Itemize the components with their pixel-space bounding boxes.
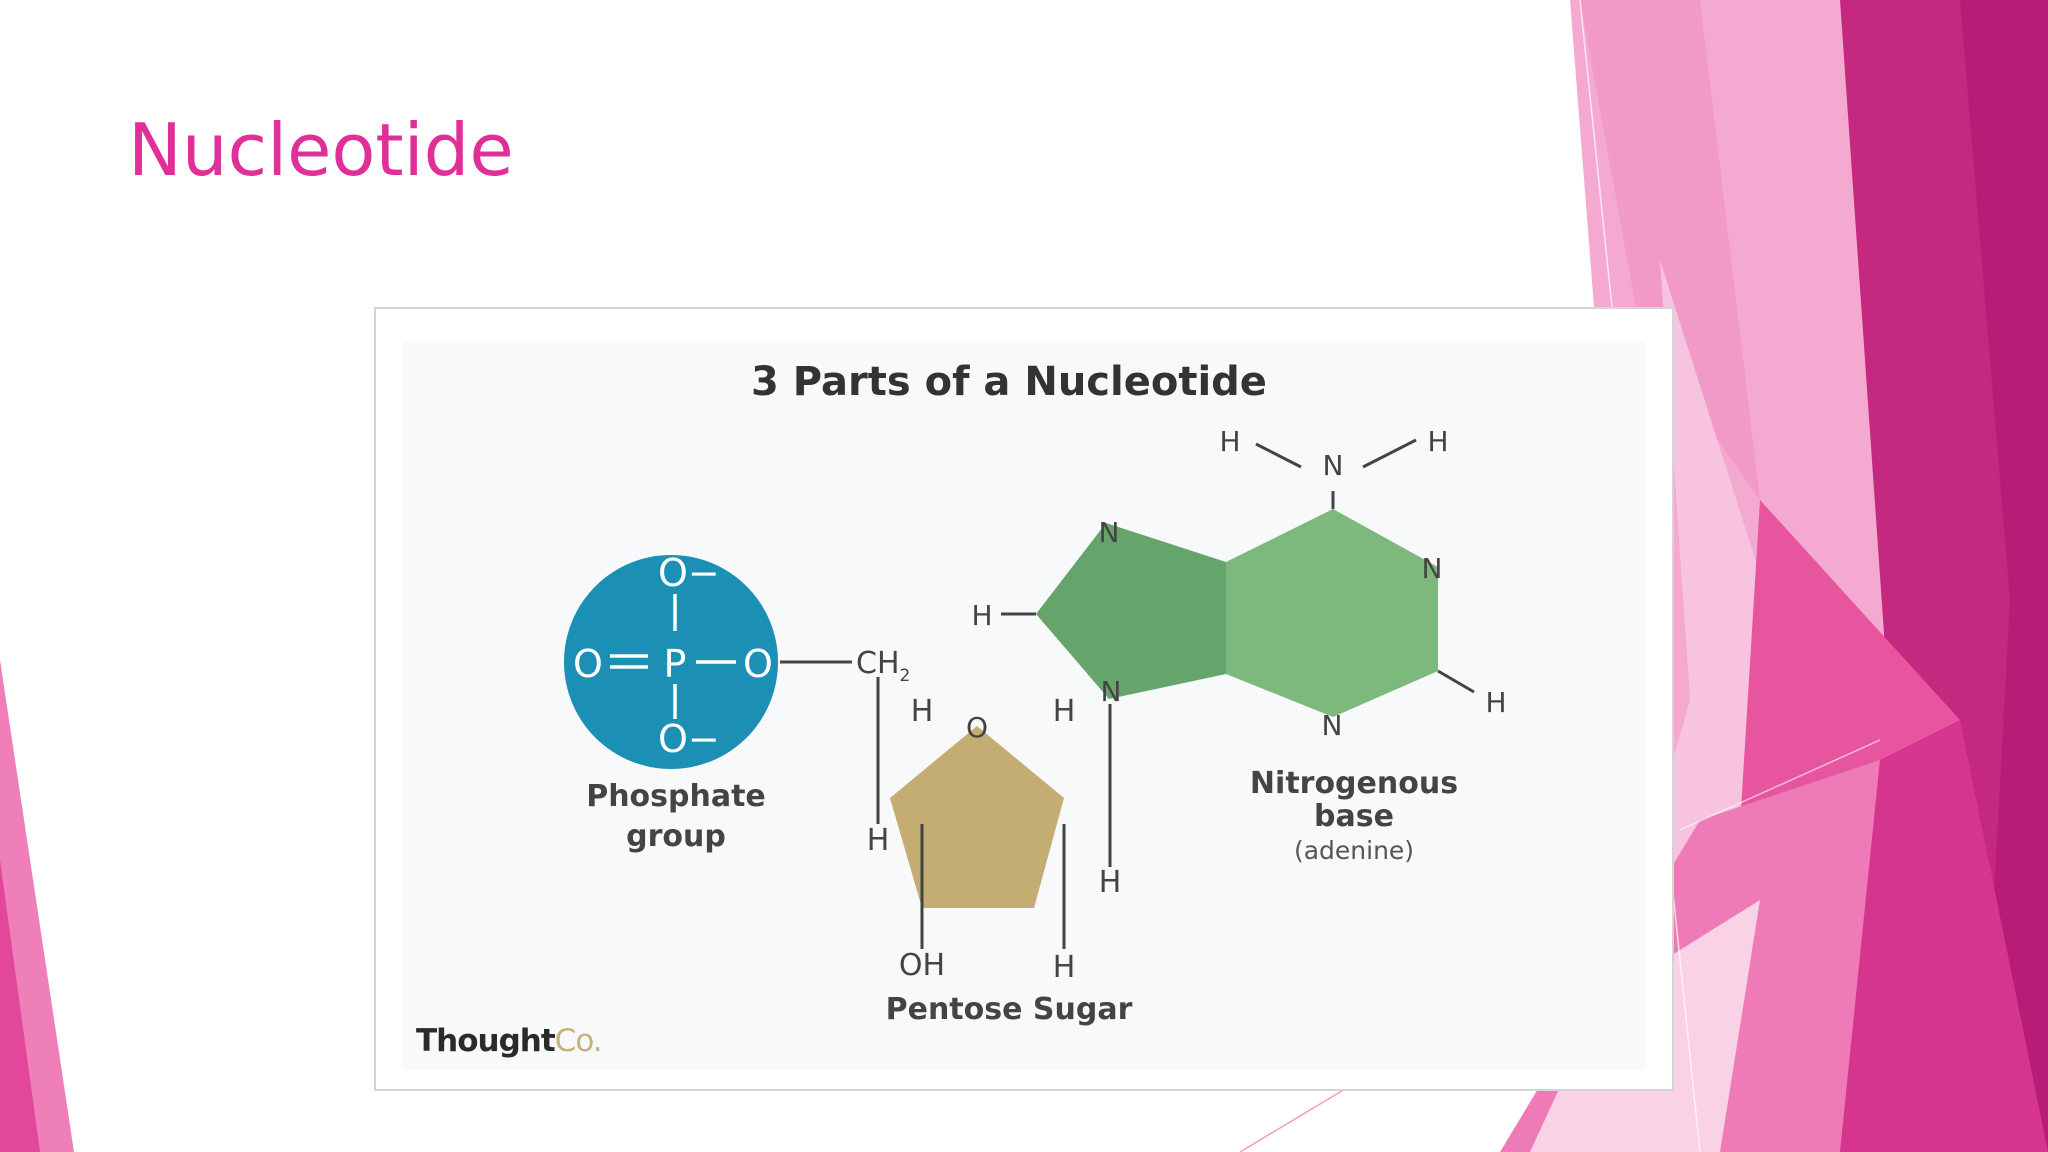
phosphate-o-right: O — [743, 642, 773, 686]
base-n-right: N — [1422, 552, 1443, 585]
sugar-h-left-inner: H — [911, 694, 934, 729]
base-h-amine-right: H — [1427, 425, 1448, 458]
sugar-bonds — [876, 677, 1112, 949]
nucleotide-diagram: 3 Parts of a Nucleotide O− O− O P O Phos… — [402, 341, 1646, 1069]
phosphate-p: P — [664, 642, 687, 686]
phosphate-o-top: O− — [658, 551, 720, 595]
sugar-ring — [890, 726, 1064, 908]
base-h-six-ring: H — [1485, 686, 1506, 719]
base-n-top: N — [1099, 516, 1120, 549]
slide-title: Nucleotide — [128, 108, 514, 192]
deco-facet — [1580, 0, 1760, 500]
sugar-h-right-inner: H — [1053, 694, 1076, 729]
sugar-h-bottom: H — [1053, 950, 1076, 985]
sugar-h-right-outer: H — [1099, 865, 1122, 900]
base-h-amine-left: H — [1219, 425, 1240, 458]
base-six-ring — [1226, 509, 1438, 717]
phosphate-o-left: O — [573, 642, 603, 686]
deco-facet — [0, 860, 40, 1152]
base-h-five-ring: H — [971, 599, 992, 632]
sugar-h-left-outer: H — [867, 823, 890, 858]
sugar-oh: OH — [899, 948, 945, 983]
sugar-label: Pentose Sugar — [886, 992, 1133, 1027]
phosphate-label-line1: Phosphate — [586, 779, 766, 814]
base-label-line3: (adenine) — [1294, 836, 1414, 865]
phosphate-circle — [564, 555, 778, 769]
deco-line — [1679, 739, 1881, 831]
base-n-amine: N — [1323, 449, 1344, 482]
credit-logo: ThoughtCo. — [416, 1023, 602, 1059]
base-bonds — [1001, 438, 1475, 694]
phosphate-o-bottom: O− — [658, 717, 720, 761]
base-five-ring — [1036, 523, 1226, 699]
base-label-line2: base — [1314, 799, 1394, 834]
deco-facet — [1840, 720, 2048, 1152]
figure-title: 3 Parts of a Nucleotide — [751, 359, 1267, 405]
base-label-line1: Nitrogenous — [1250, 766, 1458, 801]
nucleotide-figure: 3 Parts of a Nucleotide O− O− O P O Phos… — [374, 307, 1674, 1091]
deco-facet — [1960, 0, 2048, 1152]
phosphate-bonds — [610, 594, 736, 719]
base-n-bottom: N — [1322, 709, 1343, 742]
base-n-glycosidic: N — [1101, 675, 1122, 708]
sugar-ch2: CH2 — [856, 646, 910, 686]
phosphate-label-line2: group — [626, 819, 726, 854]
sugar-o-ring: O — [966, 711, 988, 744]
